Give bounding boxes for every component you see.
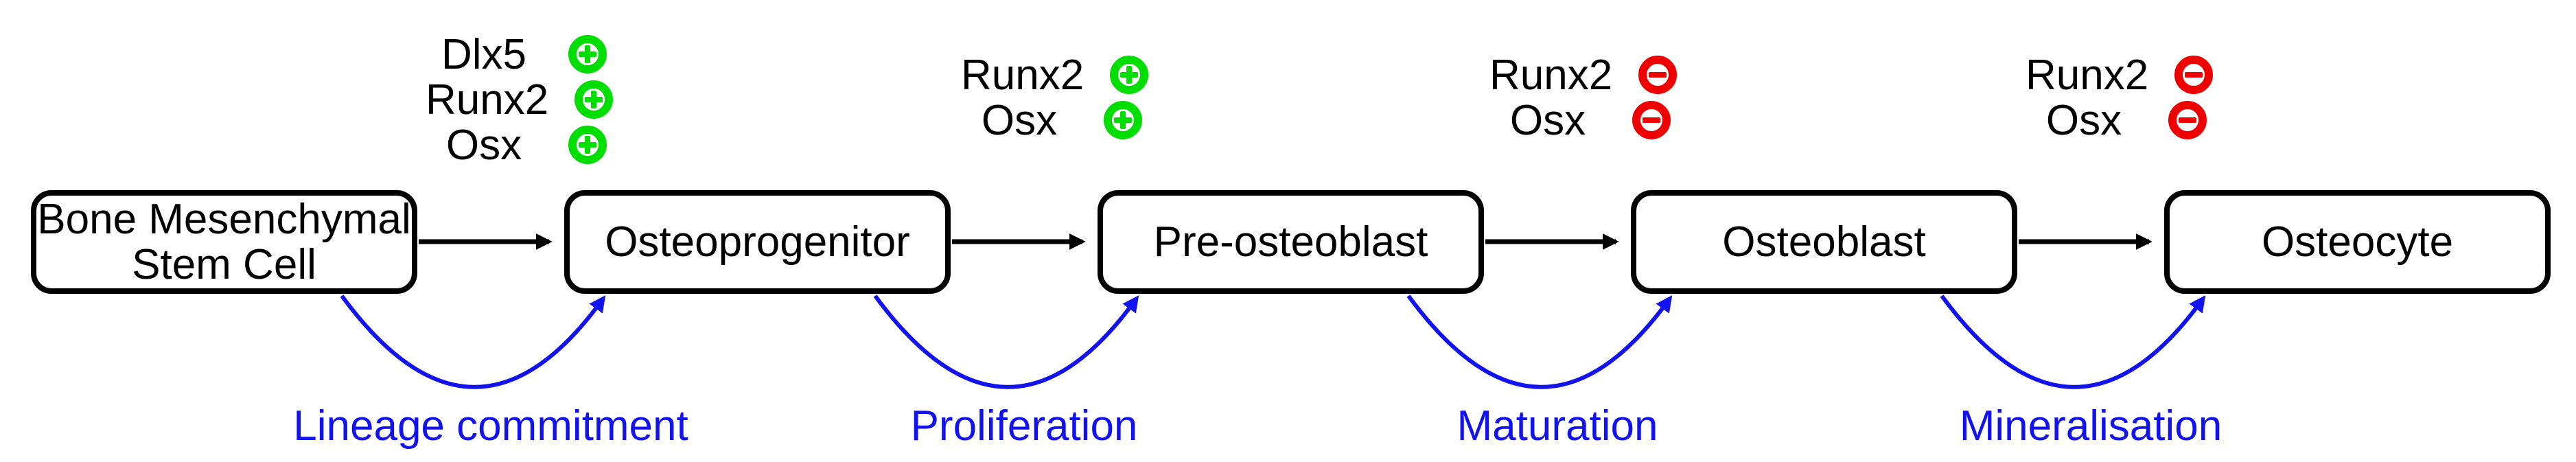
factor-name: Osx bbox=[2045, 96, 2122, 144]
plus-circle-icon bbox=[568, 35, 607, 73]
factor-name: Osx bbox=[445, 121, 522, 169]
minus-circle-icon bbox=[1638, 56, 1678, 94]
factor-group-2: Runx2 Osx bbox=[961, 51, 1149, 144]
plus-circle-icon bbox=[1104, 101, 1142, 139]
transition-label-mineralisation: Mineralisation bbox=[1959, 402, 2223, 450]
stage-label: Osteoblast bbox=[1722, 218, 1926, 266]
factor-name: Runx2 bbox=[2026, 51, 2149, 99]
transition-label-maturation: Maturation bbox=[1457, 402, 1658, 450]
factor-name: Dlx5 bbox=[441, 30, 527, 78]
arc-lineage-commitment bbox=[340, 294, 606, 389]
transition-label-lineage-commitment: Lineage commitment bbox=[293, 402, 688, 450]
stage-box-pre-osteoblast: Pre-osteoblast bbox=[1098, 190, 1484, 294]
plus-circle-icon bbox=[1110, 56, 1149, 94]
stage-label: Pre-osteoblast bbox=[1153, 218, 1428, 266]
minus-circle-icon bbox=[2168, 101, 2207, 139]
arc-mineralisation bbox=[1940, 294, 2206, 389]
factor-name: Runx2 bbox=[426, 76, 549, 124]
factor-row: Runx2 bbox=[961, 51, 1149, 99]
factor-row: Runx2 bbox=[1489, 51, 1678, 99]
plus-circle-icon bbox=[575, 80, 614, 119]
factor-row: Runx2 bbox=[2026, 51, 2214, 99]
factor-group-4: Runx2 Osx bbox=[2026, 51, 2214, 144]
arc-proliferation bbox=[873, 294, 1139, 389]
arc-maturation bbox=[1406, 294, 1673, 389]
factor-name: Runx2 bbox=[1489, 51, 1613, 99]
factor-row: Runx2 bbox=[426, 76, 614, 124]
stage-box-bone-mesenchymal-stem-cell: Bone Mesenchymal Stem Cell bbox=[31, 190, 417, 294]
factor-row: Dlx5 bbox=[426, 30, 607, 78]
stage-label: Osteoprogenitor bbox=[605, 218, 910, 266]
stage-label-line1: Bone Mesenchymal bbox=[37, 195, 411, 243]
factor-group-1: Dlx5 Runx2 Osx bbox=[426, 30, 614, 169]
factor-name: Osx bbox=[981, 96, 1058, 144]
stage-box-osteoprogenitor: Osteoprogenitor bbox=[564, 190, 951, 294]
factor-row: Osx bbox=[1489, 96, 1671, 144]
factor-row: Osx bbox=[2026, 96, 2207, 144]
factor-row: Osx bbox=[961, 96, 1142, 144]
stage-label: Osteocyte bbox=[2261, 218, 2454, 266]
factor-row: Osx bbox=[426, 121, 607, 169]
factor-group-3: Runx2 Osx bbox=[1489, 51, 1678, 144]
minus-circle-icon bbox=[1632, 101, 1671, 139]
stage-box-osteoblast: Osteoblast bbox=[1631, 190, 2017, 294]
transition-label-proliferation: Proliferation bbox=[910, 402, 1138, 450]
factor-name: Osx bbox=[1509, 96, 1586, 144]
plus-circle-icon bbox=[568, 126, 607, 164]
minus-circle-icon bbox=[2174, 56, 2214, 94]
factor-name: Runx2 bbox=[961, 51, 1084, 99]
stage-label-line2: Stem Cell bbox=[132, 240, 316, 288]
stage-label: Bone Mesenchymal Stem Cell bbox=[37, 195, 411, 288]
stage-box-osteocyte: Osteocyte bbox=[2164, 190, 2551, 294]
